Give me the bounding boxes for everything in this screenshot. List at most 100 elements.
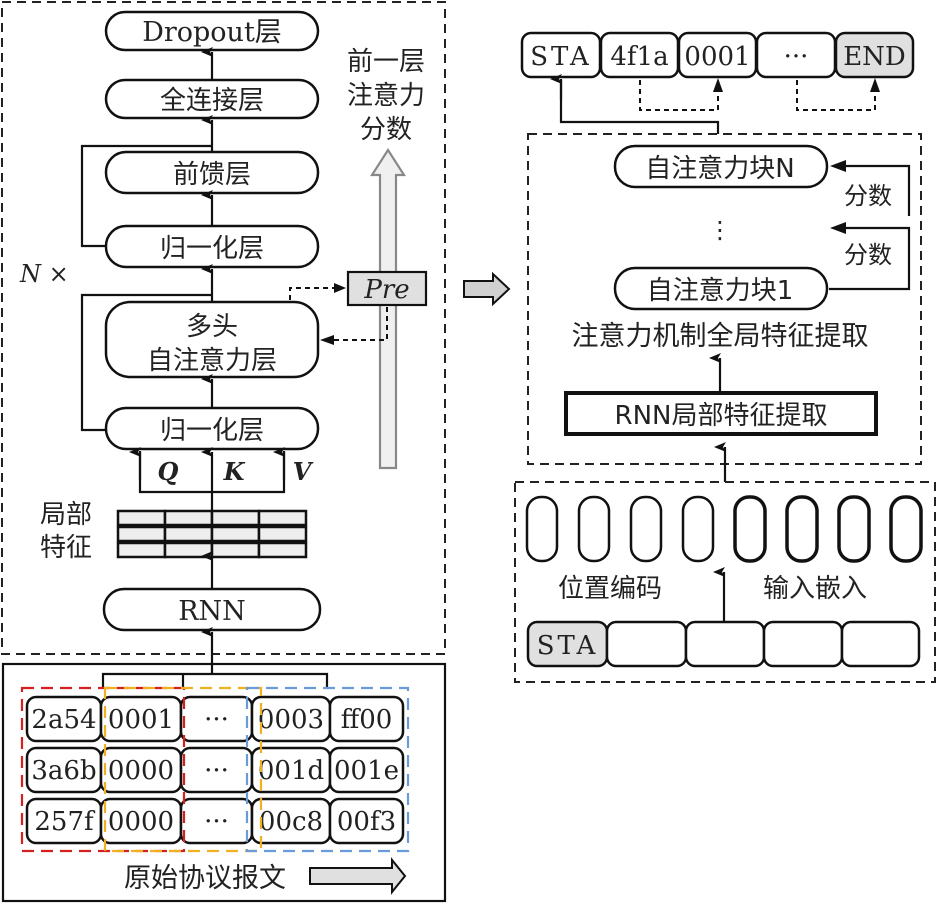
dropout-label: Dropout层 xyxy=(142,17,282,48)
position-encoding-vector xyxy=(629,495,663,563)
score-line-upper xyxy=(834,164,911,216)
output-token-label: STA xyxy=(530,42,592,72)
v-label: V xyxy=(293,457,314,486)
right-arrow-icon xyxy=(463,271,511,307)
feature-cell xyxy=(257,509,308,527)
input-embedding-vector xyxy=(785,495,819,563)
rnn-local-label: RNN局部特征提取 xyxy=(615,401,828,431)
mhsa-label-line1: 多头 xyxy=(186,312,238,342)
raw-packet-frame xyxy=(1,662,447,903)
rnn-label: RNN xyxy=(178,596,246,627)
dashed-4f1a-to-0001 xyxy=(639,80,719,111)
feature-cell xyxy=(210,509,261,527)
packet-cell-value: 2a54 xyxy=(31,705,96,735)
output-token-label: 4f1a xyxy=(610,42,668,72)
sliding-window-bracket xyxy=(101,672,329,688)
pre-label: Pre xyxy=(363,275,409,305)
residual-connection-ffn xyxy=(80,144,212,248)
arrowhead-pre-in xyxy=(334,283,346,293)
raw-packet-grid: 2a54 0001 ··· 0003 ff00 3a6b 0000 ··· 001d 001e 25… xyxy=(25,695,405,845)
packet-cell xyxy=(328,746,405,794)
input-token xyxy=(605,620,688,668)
feature-cell xyxy=(163,541,214,559)
ffn-label: 前馈层 xyxy=(173,160,251,190)
normalization-layer-top: 归一化层 xyxy=(104,224,320,269)
packet-cell-value: 0001 xyxy=(108,705,174,735)
packet-cell-value: ··· xyxy=(204,756,229,786)
feature-cell xyxy=(257,525,308,543)
norm-bottom-label: 归一化层 xyxy=(160,416,264,446)
vertical-ellipsis: ⋮ xyxy=(708,216,732,244)
arrowhead-mhsa-in xyxy=(320,335,334,345)
feature-cell xyxy=(116,525,167,543)
raw-packet-label: 原始协议报文 xyxy=(124,863,286,894)
self-attention-block-1: 自注意力块1 xyxy=(613,266,829,311)
input-token xyxy=(762,620,844,668)
arrowhead-score-upper xyxy=(830,160,846,172)
multi-head-self-attention-layer: 多头 自注意力层 xyxy=(104,300,320,379)
packet-cell-value: 001d xyxy=(258,756,324,786)
input-token xyxy=(840,620,921,668)
feature-cell xyxy=(116,541,167,559)
block-n-label: 自注意力块N xyxy=(645,154,794,184)
packet-cell-value: 257f xyxy=(34,807,96,837)
input-embedding-vector xyxy=(837,495,871,563)
packet-cell-value: ··· xyxy=(204,705,229,735)
pre-block: Pre xyxy=(346,270,428,307)
self-attention-block-n: 自注意力块N xyxy=(613,144,829,189)
local-feature-label-line1: 局部 xyxy=(40,500,92,530)
packet-cell-value: 3a6b xyxy=(31,756,96,786)
residual-connection-mhsa xyxy=(80,293,212,432)
output-token-label: ··· xyxy=(784,42,809,72)
feature-cell xyxy=(257,541,308,559)
packet-cell-value: ff00 xyxy=(341,705,393,735)
packet-cell xyxy=(328,797,405,845)
mhsa-label-line2: 自注意力层 xyxy=(147,346,277,376)
input-embedding-vector xyxy=(889,495,923,563)
position-encoding-vector xyxy=(525,495,559,563)
rnn-layer: RNN xyxy=(102,587,322,632)
local-feature-label-line2: 特征 xyxy=(40,533,92,563)
window-blue xyxy=(245,686,410,853)
packet-cell-value: 0000 xyxy=(108,756,174,786)
prev-score-label-line2: 注意力 xyxy=(347,81,425,111)
input-token-label: STA xyxy=(537,631,599,661)
fully-connected-layer: 全连接层 xyxy=(104,78,320,120)
score-label-upper: 分数 xyxy=(844,182,892,210)
output-token-label: END xyxy=(843,42,906,72)
output-token-sequence: STA 4f1a 0001 ··· END xyxy=(520,31,915,79)
feature-cell xyxy=(210,541,261,559)
position-encoding-vector xyxy=(681,495,715,563)
dropout-layer: Dropout层 xyxy=(104,10,320,52)
feature-cell xyxy=(210,525,261,543)
packet-cell-value: ··· xyxy=(204,807,229,837)
fc-label: 全连接层 xyxy=(160,86,264,116)
window-yellow xyxy=(103,686,263,853)
global-feature-label: 注意力机制全局特征提取 xyxy=(572,321,869,352)
block-1-label: 自注意力块1 xyxy=(647,276,794,306)
dashed-pre-to-mhsa xyxy=(324,307,388,341)
arrowhead-score-lower xyxy=(830,222,846,234)
arrowhead-end xyxy=(870,78,880,92)
arrowhead-0001 xyxy=(713,78,723,92)
packet-cell-value: 00f3 xyxy=(337,807,396,837)
packet-flow-arrow-icon xyxy=(309,857,407,895)
output-token-label: 0001 xyxy=(684,42,750,72)
dashed-mhsa-to-pre xyxy=(289,287,344,300)
embedding-frame xyxy=(514,481,936,683)
input-embedding-label: 输入嵌入 xyxy=(763,574,867,604)
packet-cell-value: 0003 xyxy=(258,705,324,735)
score-line-lower xyxy=(829,226,911,291)
output-token xyxy=(834,31,915,79)
packet-cell-value: 00c8 xyxy=(259,807,323,837)
norm-top-label: 归一化层 xyxy=(160,234,264,264)
embedding-vectors xyxy=(525,495,923,563)
feature-cell xyxy=(163,509,214,527)
local-feature-matrix xyxy=(116,509,308,559)
packet-cell-value: 001e xyxy=(334,756,399,786)
rnn-local-feature-block: RNN局部特征提取 xyxy=(564,391,878,436)
position-encoding-vector xyxy=(577,495,611,563)
prev-score-label-line1: 前一层 xyxy=(347,47,425,77)
k-label: K xyxy=(223,457,246,486)
